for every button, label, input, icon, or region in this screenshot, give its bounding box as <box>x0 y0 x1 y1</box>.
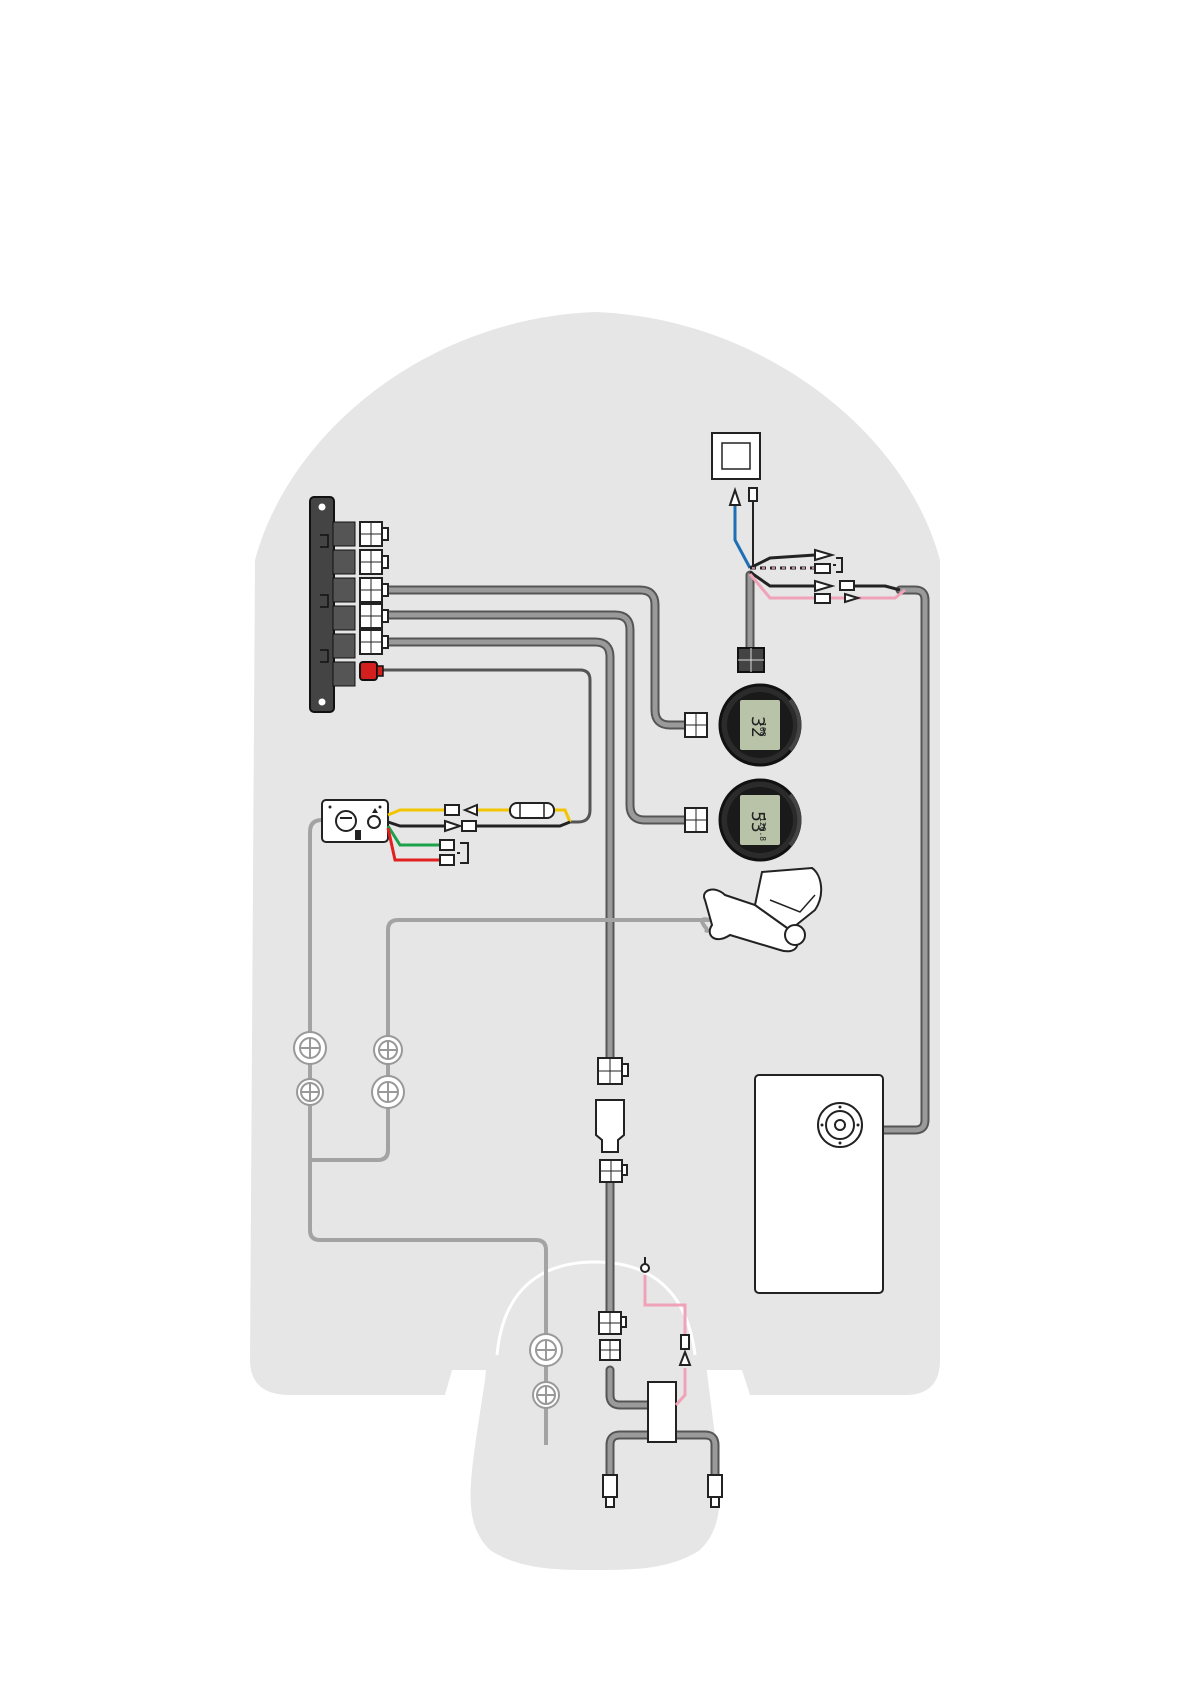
panel-module <box>712 433 760 479</box>
motor-well <box>471 1255 720 1570</box>
fuel-tank <box>755 1075 883 1293</box>
grommet-stern-bottom <box>533 1382 559 1408</box>
junction-box <box>648 1382 676 1442</box>
grommet-stern-top <box>530 1334 562 1366</box>
gauge-top-sub-value: 108 <box>758 722 767 737</box>
grommet-right-bottom <box>372 1076 404 1108</box>
gauge-bottom-sub-value: 120.8 <box>758 817 767 841</box>
engine-connector-lower[interactable] <box>600 1160 627 1182</box>
gauge-bottom-connector[interactable] <box>685 808 707 832</box>
fuel-sender[interactable] <box>818 1103 862 1147</box>
gauge-top-connector[interactable] <box>685 713 707 737</box>
ground-eyelet[interactable] <box>641 1264 649 1272</box>
inline-fuse[interactable] <box>510 803 554 818</box>
key-switch[interactable] <box>322 800 388 842</box>
grommet-right-top <box>374 1036 402 1064</box>
ground-terminal[interactable] <box>681 1335 689 1349</box>
grommet-left-bottom <box>297 1079 323 1105</box>
grommet-left-top <box>294 1032 326 1064</box>
harness-main-connector[interactable] <box>738 648 764 672</box>
